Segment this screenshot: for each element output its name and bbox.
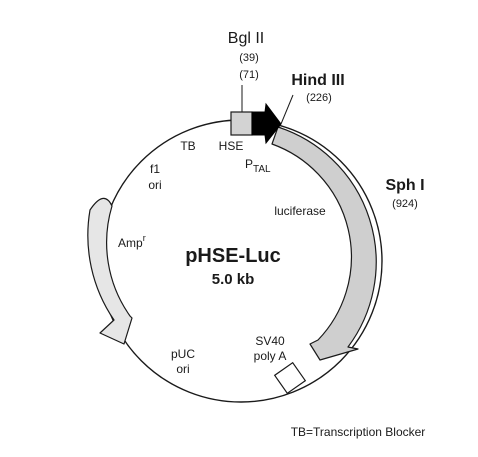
ptal-label: PTAL [245, 157, 271, 175]
hse-label: HSE [219, 139, 244, 153]
luciferase-arrow [271, 126, 377, 361]
amp-resistance-arrow [87, 197, 133, 345]
plasmid-size: 5.0 kb [212, 271, 255, 288]
sv40-polya-label-line2: poly A [254, 349, 287, 363]
sphi-site-label: Sph I [385, 177, 424, 194]
sphi-site-position: (924) [392, 198, 418, 210]
ptal-promoter-arrow [251, 102, 282, 145]
bglii-site-position-2: (71) [239, 69, 259, 81]
ptal-label-subscript: TAL [253, 164, 271, 175]
footnote: TB=Transcription Blocker [291, 425, 426, 439]
hindiii-site-label: Hind III [291, 72, 344, 89]
puc-ori-label-line2: ori [176, 362, 189, 376]
hse-box [230, 111, 253, 136]
puc-ori-label-line1: pUC [171, 347, 195, 361]
ptal-label-main: P [245, 157, 253, 171]
hindiii-leader-line [280, 94, 294, 125]
f1-ori-label-line2: ori [148, 178, 161, 192]
tb-label: TB [180, 139, 195, 153]
bglii-site-position-1: (39) [239, 52, 259, 64]
plasmid-name: pHSE-Luc [185, 245, 281, 267]
bglii-site-label: Bgl II [228, 30, 264, 47]
amp-label-superscript: r [143, 233, 146, 243]
amp-label-main: Amp [118, 236, 143, 250]
amp-resistance-label: Ampr [118, 233, 146, 250]
f1-ori-label-line1: f1 [150, 162, 160, 176]
sv40-polya-label-line1: SV40 [255, 334, 285, 348]
sv40-polya-box [273, 361, 307, 395]
hindiii-site-position: (226) [306, 92, 332, 104]
luciferase-label: luciferase [274, 204, 326, 218]
